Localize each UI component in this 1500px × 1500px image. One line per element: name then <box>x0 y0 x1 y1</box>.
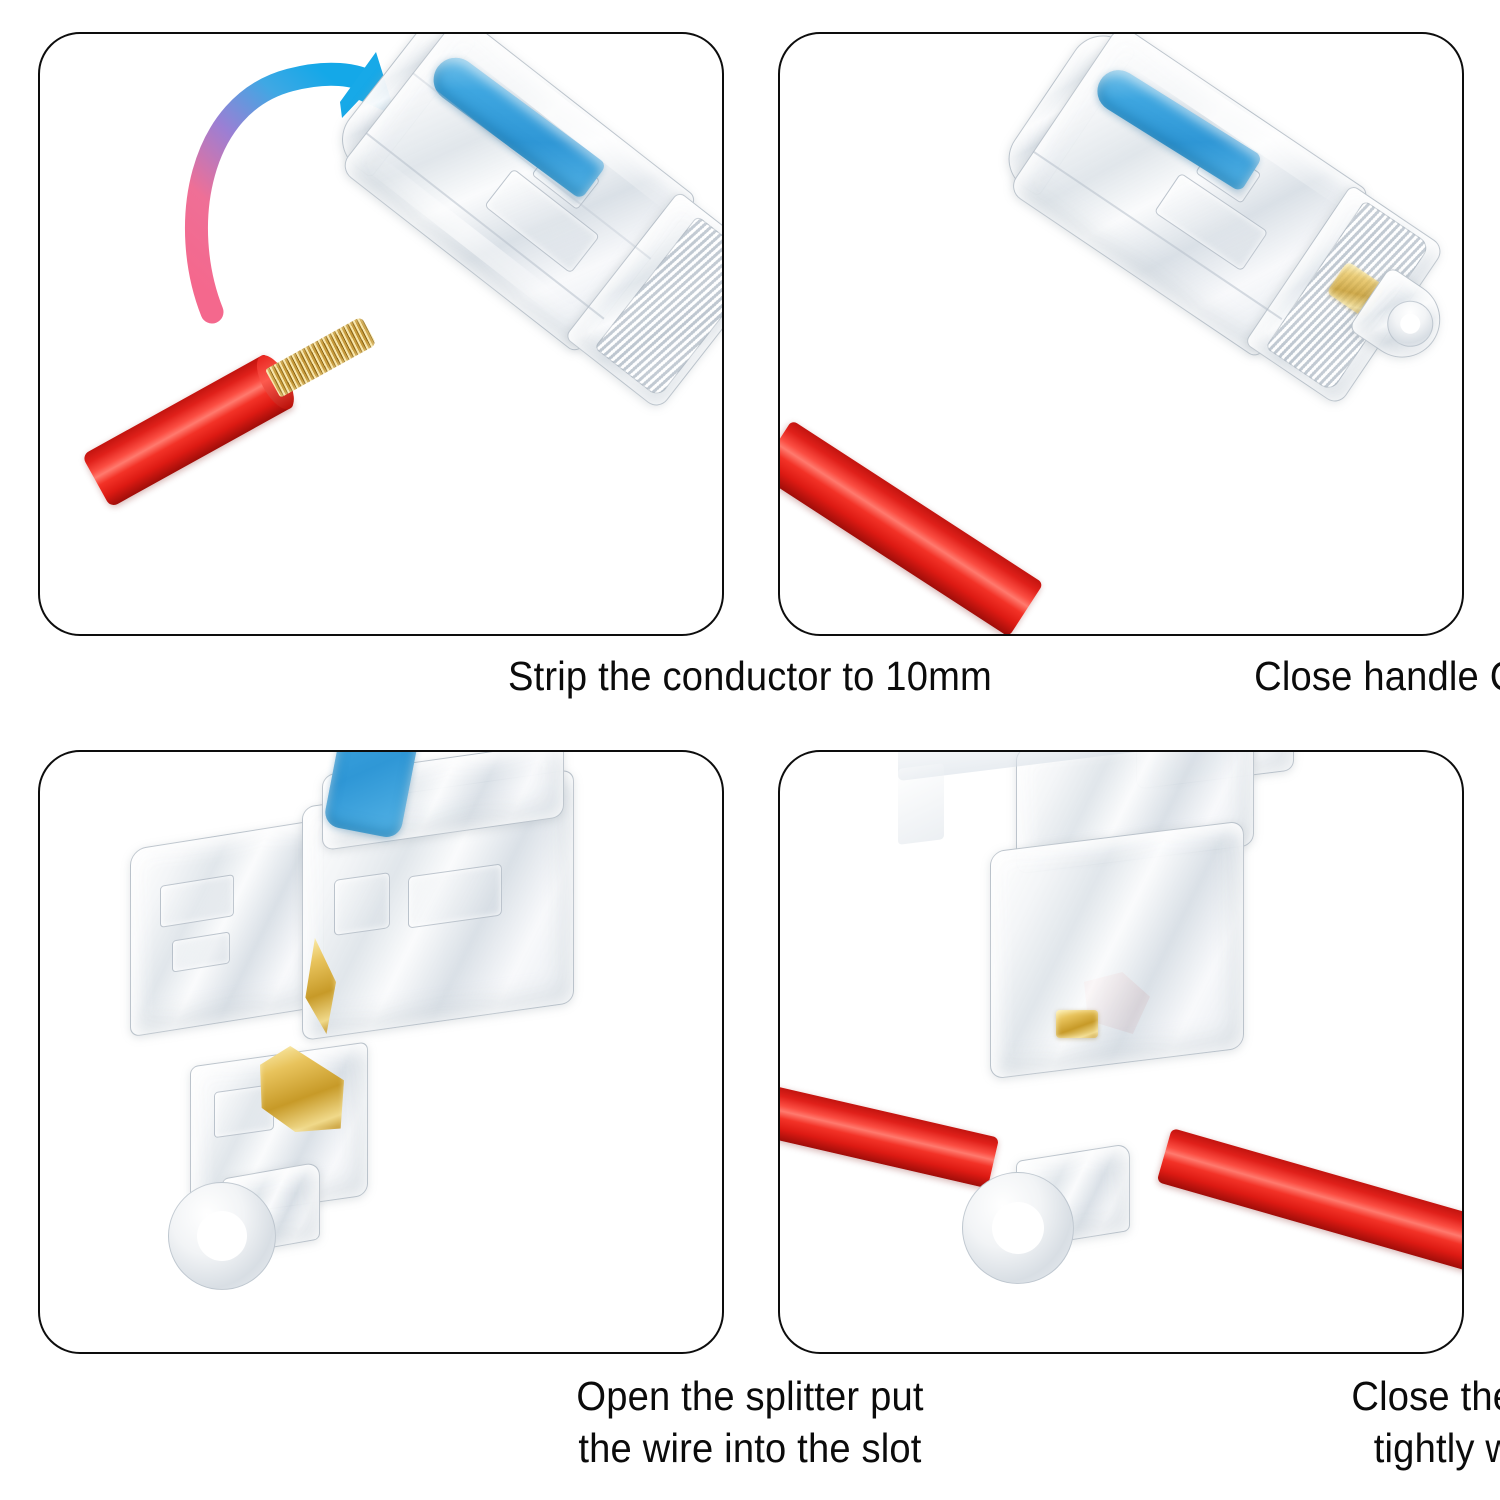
mounting-ring-icon <box>168 1182 276 1290</box>
wire-connector-closed <box>853 34 1462 585</box>
step-3-scene <box>40 752 722 1352</box>
splitter-latch-window <box>334 872 390 936</box>
wire-slot-window <box>898 763 944 845</box>
step-panel-2 <box>778 32 1464 636</box>
step-1-photo-frame <box>38 32 724 636</box>
step-panel-3 <box>38 750 724 1354</box>
step-1-caption: Strip the conductor to 10mm <box>507 653 993 699</box>
step-panel-1 <box>38 32 724 636</box>
splitter-open-lid <box>130 818 324 1038</box>
wire-splitter-open <box>126 752 606 1290</box>
step-3-caption: Open the splitter put the wire into the … <box>576 1373 924 1471</box>
step-2-photo-frame <box>778 32 1464 636</box>
mounting-ring-icon <box>962 1172 1074 1284</box>
step-1-scene <box>40 34 722 634</box>
wire-splitter-closed <box>898 752 1368 1284</box>
step-3-photo-frame <box>38 750 724 1354</box>
step-2-scene <box>780 34 1462 634</box>
rotate-arrow-icon <box>180 52 396 340</box>
wire-red-insulation <box>780 420 1044 634</box>
step-4-caption: Close the lid press tightly with tools <box>1351 1373 1500 1471</box>
step-4-scene <box>780 752 1462 1352</box>
step-4-photo-frame <box>778 750 1464 1354</box>
splitter-housing <box>990 820 1244 1080</box>
step-panel-4 <box>778 750 1464 1354</box>
step-2-caption: Close handle Complete wiring <box>1254 653 1500 699</box>
contact-blade <box>1056 1010 1098 1038</box>
